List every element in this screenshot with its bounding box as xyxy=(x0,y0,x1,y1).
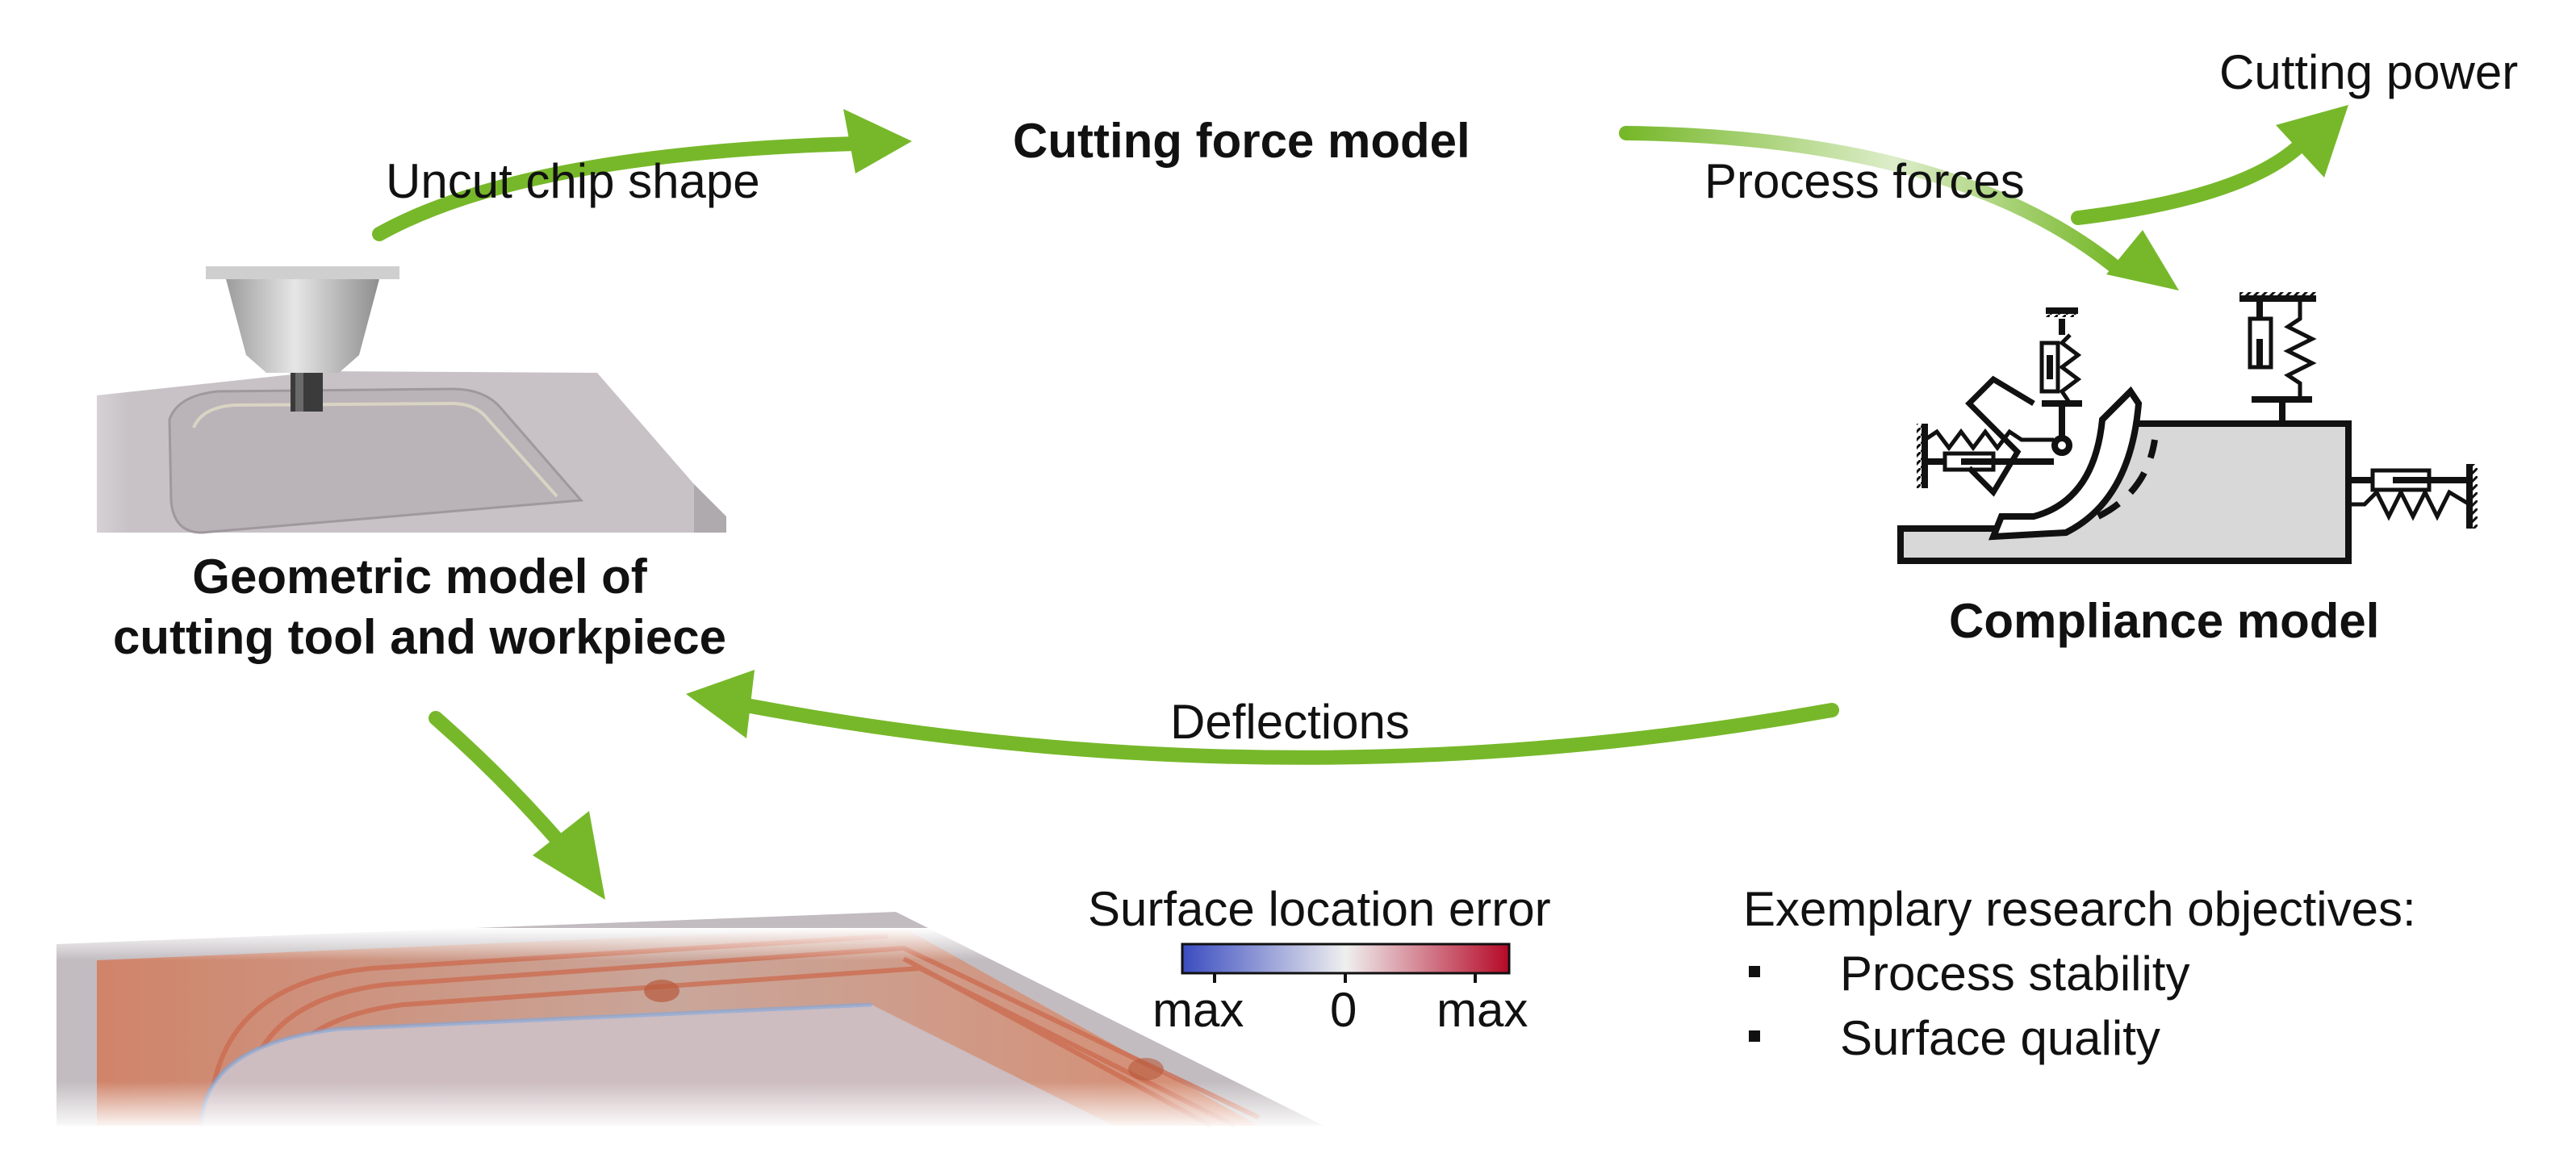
process-forces-label: Process forces xyxy=(1704,154,2025,208)
objective-item: Surface quality xyxy=(1840,1011,2160,1065)
colorbar-tick-mid: 0 xyxy=(1330,983,1357,1037)
geometric-model-illustration xyxy=(0,266,726,541)
cutting-force-model-label: Cutting force model xyxy=(1013,114,1470,168)
arrow-to-result xyxy=(429,711,564,846)
objectives-heading: Exemplary research objectives: xyxy=(1743,882,2416,936)
colorbar-title: Surface location error xyxy=(1088,882,1551,936)
cutting-power-label: Cutting power xyxy=(2219,45,2519,99)
bullet-marker xyxy=(1749,1030,1760,1042)
uncut-chip-shape-label: Uncut chip shape xyxy=(386,154,760,208)
arrow-uncut-chip-shape xyxy=(372,136,863,241)
surface-error-illustration xyxy=(48,912,1340,1130)
geometric-model-label-line1: Geometric model of xyxy=(192,550,647,604)
objective-item: Process stability xyxy=(1840,947,2190,1001)
compliance-model-label: Compliance model xyxy=(1949,594,2380,648)
arrow-cutting-power xyxy=(2071,138,2307,225)
arrow-process-forces xyxy=(1619,126,2122,274)
colorbar-tick-right: max xyxy=(1436,983,1528,1037)
colorbar-gradient xyxy=(1181,943,1511,975)
deflections-label: Deflections xyxy=(1170,695,1410,749)
compliance-model-illustration xyxy=(1897,292,2478,564)
arrow-deflections xyxy=(743,699,1839,765)
colorbar-tick-left: max xyxy=(1152,983,1244,1037)
geometric-model-label-line2: cutting tool and workpiece xyxy=(112,610,727,664)
flow-arrows xyxy=(372,126,2307,846)
arrow-heads xyxy=(533,105,2348,900)
bullet-marker xyxy=(1749,966,1760,977)
colorbar-ticks xyxy=(1213,973,1477,983)
